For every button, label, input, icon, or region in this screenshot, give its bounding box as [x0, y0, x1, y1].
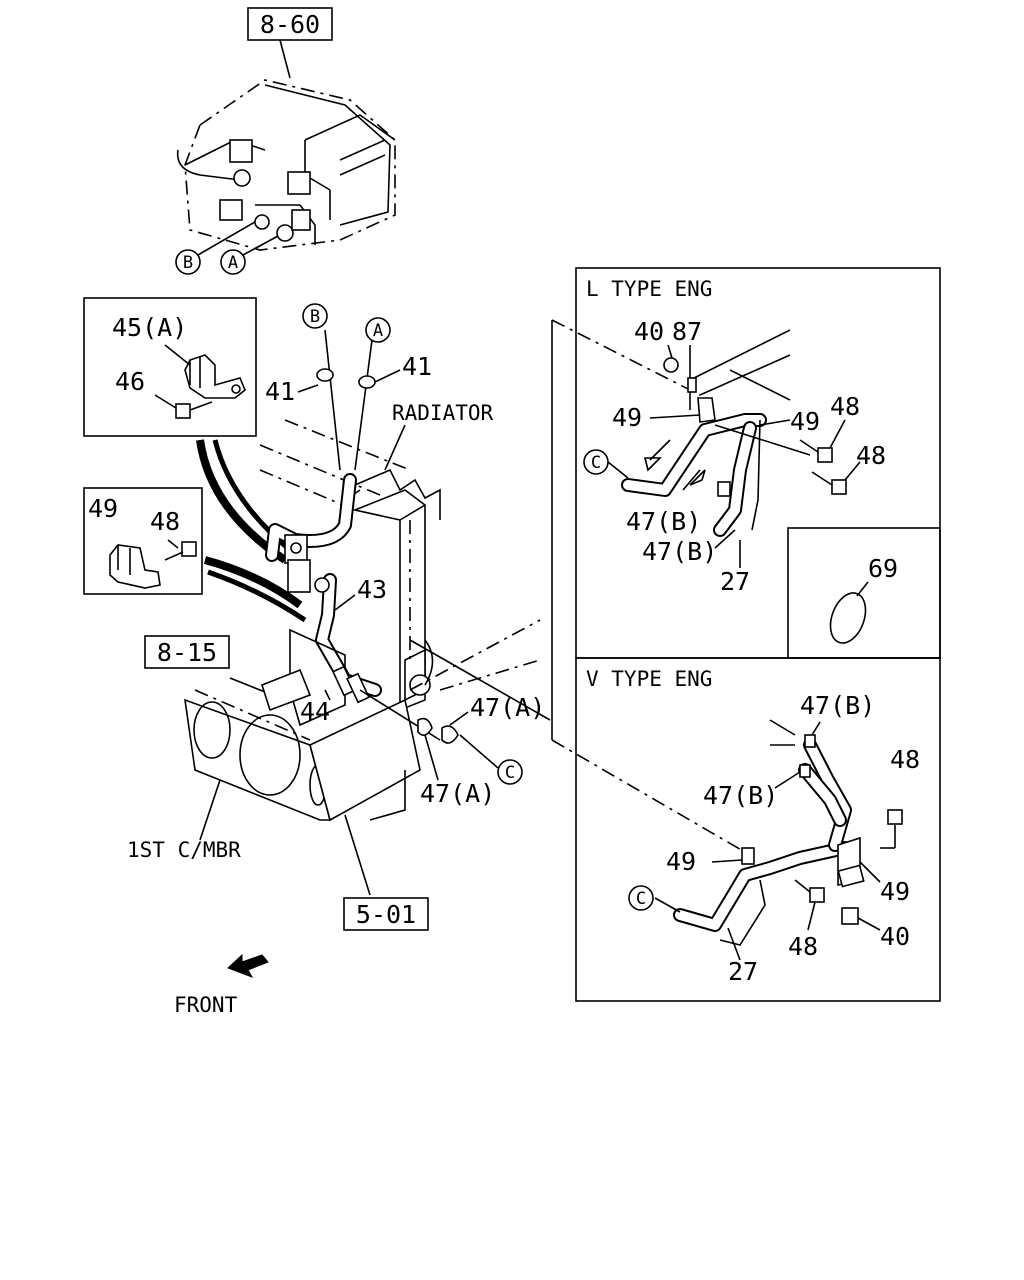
- label-front: FRONT: [174, 993, 238, 1017]
- label-cross-member: 1ST C/MBR: [127, 838, 241, 862]
- panel-l-type-eng: L TYPE ENG 40 87 49 49 48 48 47: [575, 267, 941, 659]
- svg-text:B: B: [183, 253, 193, 273]
- ref-box-top[interactable]: 8-60: [247, 7, 333, 41]
- label-48-l-upper: 48: [830, 392, 860, 421]
- label-48-box: 48: [150, 507, 180, 536]
- connector-drawing: [324, 665, 499, 781]
- mark-a-top: A: [220, 249, 246, 275]
- label-69: 69: [868, 554, 898, 583]
- panel-l-title: L TYPE ENG: [586, 277, 712, 301]
- label-41-left: 41: [265, 377, 295, 406]
- label-48-v-lower: 48: [788, 932, 818, 961]
- mark-b-top: B: [175, 249, 201, 275]
- mark-c-v: C: [628, 885, 654, 911]
- svg-text:C: C: [636, 889, 646, 909]
- ref-label-top: 8-60: [260, 10, 320, 39]
- ref-box-left[interactable]: 8-15: [144, 635, 230, 669]
- panel-v-type-eng: V TYPE ENG 47(B) 47(B) 48 49 49 40: [575, 657, 941, 1002]
- label-46: 46: [115, 367, 145, 396]
- front-arrow-icon: [227, 953, 269, 978]
- ref-box-bottom[interactable]: 5-01: [343, 897, 429, 931]
- label-49-v-left: 49: [666, 847, 696, 876]
- heater-unit-drawing: [176, 39, 396, 256]
- label-41-right: 41: [402, 352, 432, 381]
- label-47b-l-upper: 47(B): [626, 507, 701, 536]
- label-40-l: 40: [634, 317, 664, 346]
- label-44: 44: [300, 697, 330, 726]
- label-47a-upper: 47(A): [470, 693, 545, 722]
- svg-text:C: C: [505, 763, 515, 783]
- label-48-v-upper: 48: [890, 745, 920, 774]
- panel-v-title: V TYPE ENG: [586, 667, 712, 691]
- detail-box-49-48: 49 48: [83, 487, 203, 595]
- label-47b-v-lower: 47(B): [703, 781, 778, 810]
- label-47b-v-upper: 47(B): [800, 691, 875, 720]
- svg-text:A: A: [228, 253, 238, 273]
- label-radiator: RADIATOR: [392, 401, 494, 425]
- ref-label-bottom: 5-01: [356, 900, 416, 929]
- mark-c-l: C: [583, 449, 609, 475]
- label-43: 43: [357, 575, 387, 604]
- mark-c-main: C: [497, 759, 523, 785]
- detail-box-45-46: 45(A) 46: [83, 297, 257, 437]
- ref-label-left: 8-15: [157, 638, 217, 667]
- label-40-v: 40: [880, 922, 910, 951]
- mark-b-main: B: [302, 303, 328, 329]
- label-49-v-right: 49: [880, 877, 910, 906]
- label-49-l-right: 49: [790, 407, 820, 436]
- label-87-l: 87: [672, 317, 702, 346]
- label-27-l: 27: [720, 567, 750, 596]
- svg-text:C: C: [591, 453, 601, 473]
- cross-member-drawing: [184, 619, 541, 896]
- label-45a: 45(A): [112, 313, 187, 342]
- svg-text:A: A: [373, 321, 383, 341]
- svg-text:B: B: [310, 307, 320, 327]
- mark-a-main: A: [365, 317, 391, 343]
- label-47b-l-lower: 47(B): [642, 537, 717, 566]
- detail-box-69: 69: [787, 527, 941, 659]
- label-27-v: 27: [728, 957, 758, 986]
- label-49-l-left: 49: [612, 403, 642, 432]
- label-49-box: 49: [88, 494, 118, 523]
- label-48-l-lower: 48: [856, 441, 886, 470]
- label-47a-lower: 47(A): [420, 779, 495, 808]
